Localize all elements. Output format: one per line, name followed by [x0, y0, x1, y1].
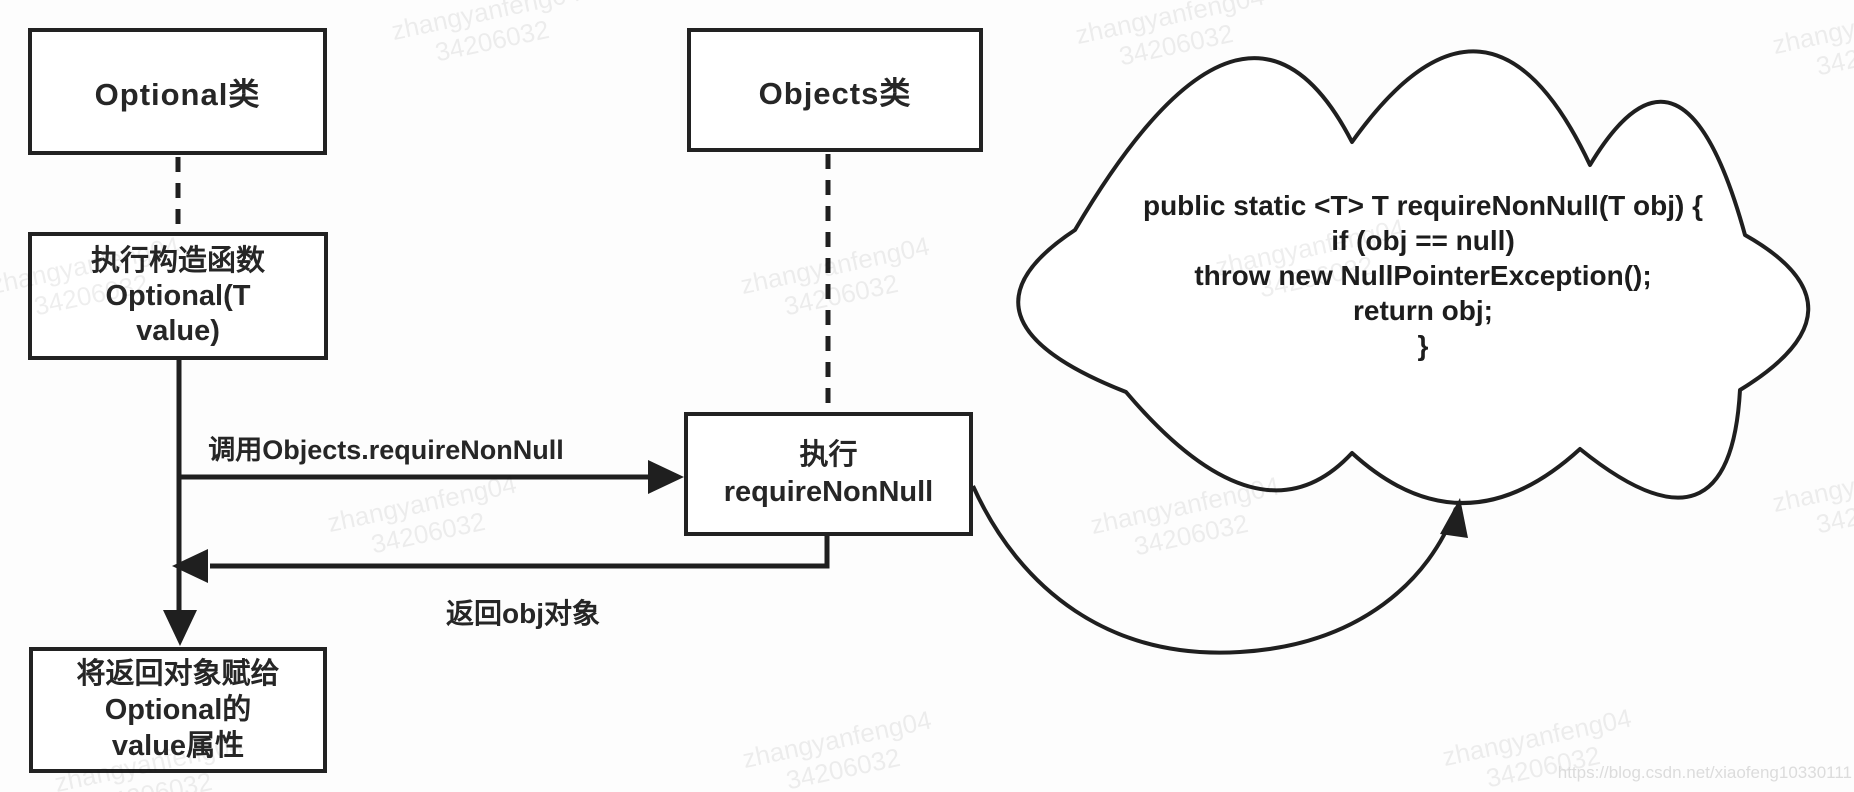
arrowhead-down: [163, 610, 197, 646]
edge-to-cloud: [971, 485, 1458, 655]
credit-url: https://blog.csdn.net/xiaofeng10330111: [1557, 763, 1852, 782]
node-constructor: 执行构造函数 Optional(T value): [28, 232, 328, 360]
node-assign-value: 将返回对象赋给 Optional的 value属性: [29, 647, 327, 773]
cloud-shape: [1016, 49, 1811, 505]
edge-label-call: 调用Objects.requireNonNull: [208, 435, 564, 465]
node-optional-class: Optional类: [28, 28, 327, 155]
arrowhead-up-to-cloud: [1440, 498, 1468, 538]
edge-label-return: 返回obj对象: [446, 598, 600, 629]
edge-return: [210, 536, 830, 569]
node-require-non-null: 执行 requireNonNull: [684, 412, 973, 536]
arrowhead-left: [172, 549, 208, 583]
node-objects-class: Objects类: [687, 28, 983, 152]
arrowhead-right: [648, 460, 684, 494]
cloud-code-text: public static <T> T requireNonNull(T obj…: [1142, 190, 1704, 361]
